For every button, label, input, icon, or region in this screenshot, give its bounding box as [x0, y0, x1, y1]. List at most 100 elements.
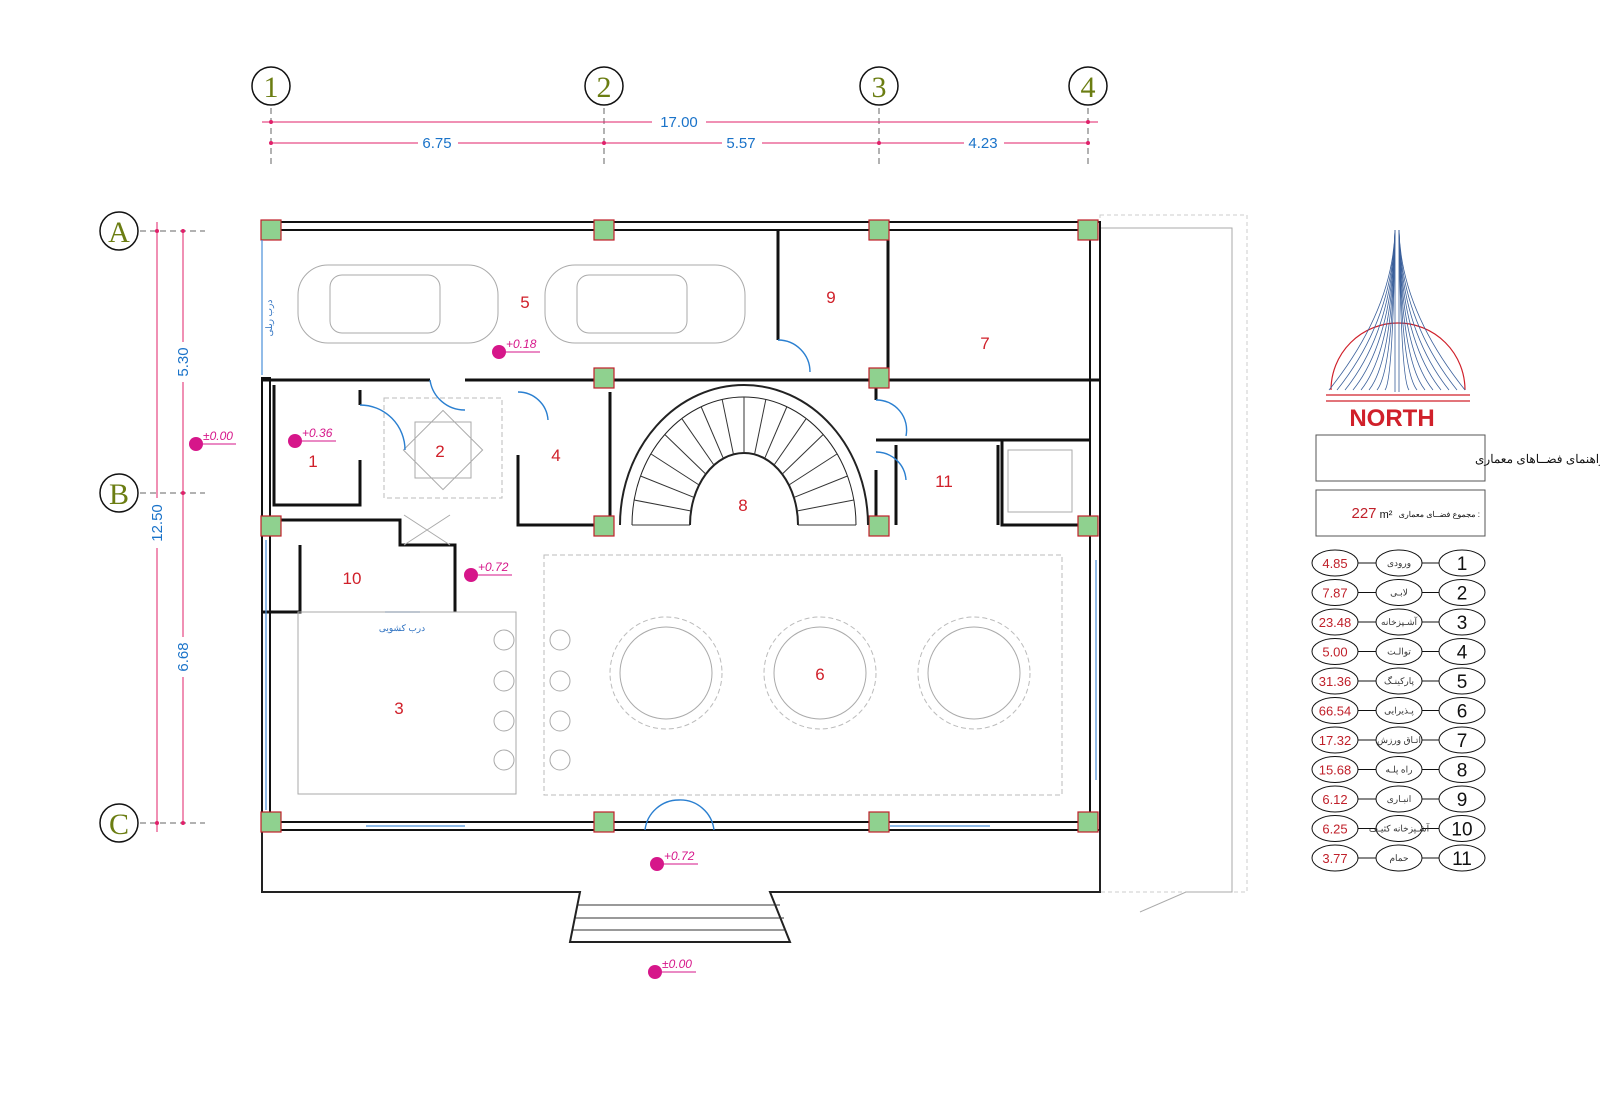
elevation-marker: ±0.00: [189, 429, 236, 451]
dim-overall-depth: 12.50: [149, 504, 166, 542]
legend-area: 23.48: [1319, 615, 1352, 630]
dim-bay-3: 4.23: [968, 135, 997, 152]
legend-space-number: 9: [1457, 790, 1468, 811]
legend-area: 6.25: [1322, 822, 1347, 837]
dim-bay-1: 6.75: [422, 135, 451, 152]
svg-text:±0.00: ±0.00: [662, 957, 692, 971]
lobby-pattern: [402, 409, 484, 491]
legend-space-number: 8: [1457, 761, 1468, 782]
room-3-label: 3: [394, 699, 403, 718]
legend-space-number: 7: [1457, 731, 1468, 752]
legend-area: 15.68: [1319, 763, 1352, 778]
north-label: NORTH: [1349, 405, 1434, 432]
room-1-label: 1: [308, 452, 317, 471]
grid-row-b: B: [109, 478, 129, 511]
spiral-stair: [619, 384, 869, 526]
grid-columns: 1 2 3 4: [251, 66, 1108, 165]
legend-space-name: انبـاری: [1387, 794, 1412, 805]
legend-space-number: 4: [1457, 643, 1468, 664]
grid-row-c: C: [109, 808, 129, 841]
svg-text:+0.72: +0.72: [478, 560, 509, 574]
legend: راهنمای فضــاهای معماری مجموع فضــای معم…: [1311, 434, 1600, 872]
legend-space-number: 10: [1451, 820, 1472, 841]
legend-row: 17.32 اتـاق ورزش 7: [1311, 726, 1486, 754]
grid-col-2: 2: [597, 71, 612, 104]
legend-space-name: آشـپزخانه کثیـف: [1369, 823, 1430, 835]
legend-area: 7.87: [1322, 586, 1347, 601]
legend-row: 23.48 آشـپزخانه 3: [1311, 608, 1486, 636]
legend-row: 6.25 آشـپزخانه کثیـف 10: [1311, 815, 1486, 842]
svg-text:+0.36: +0.36: [302, 426, 333, 440]
rail-door-note: درب ریلی: [264, 300, 275, 337]
grid-col-1: 1: [264, 71, 279, 104]
room-5-label: 5: [520, 293, 529, 312]
svg-text:+0.72: +0.72: [664, 849, 695, 863]
legend-total-value: 227: [1351, 505, 1376, 522]
room-11-label: 11: [935, 472, 953, 491]
legend-total-label: مجموع فضــای معماری :: [1399, 510, 1480, 519]
grid-rows: A B C: [99, 211, 205, 843]
legend-space-name: پارکینـگ: [1384, 675, 1414, 687]
elevation-markers: ±0.00 +0.36 +0.18 +0.72 +0.72 ±0.00: [189, 337, 698, 979]
legend-space-number: 11: [1452, 849, 1472, 870]
legend-space-name: آشـپزخانه: [1381, 616, 1417, 628]
legend-row: 6.12 انبـاری 9: [1311, 785, 1486, 813]
legend-area: 4.85: [1322, 556, 1347, 571]
elevation-marker: +0.72: [650, 849, 698, 871]
legend-space-number: 1: [1457, 554, 1468, 575]
legend-space-number: 3: [1457, 613, 1468, 634]
lobby-rug: [383, 397, 503, 499]
legend-area: 3.77: [1322, 851, 1347, 866]
grid-row-a: A: [108, 216, 130, 249]
dim-bay-2: 5.57: [726, 135, 755, 152]
legend-area: 66.54: [1319, 704, 1352, 719]
furniture: [297, 264, 1073, 831]
legend-space-name: پـذیرایی: [1384, 706, 1414, 717]
legend-row: 5.00 توالـت 4: [1311, 638, 1486, 665]
legend-title: راهنمای فضــاهای معماری: [1475, 452, 1600, 466]
room-4-label: 4: [551, 446, 560, 465]
legend-space-number: 5: [1457, 672, 1468, 693]
dimensions: 17.00 6.75 5.57 4.23 12.50 5.30 6.68: [148, 112, 1098, 832]
room-6-label: 6: [815, 665, 824, 684]
legend-row: 31.36 پارکینـگ 5: [1311, 667, 1486, 695]
elevation-marker: +0.18: [492, 337, 540, 359]
legend-area: 31.36: [1319, 674, 1352, 689]
kitchen-counter: [297, 611, 517, 795]
elevation-marker: +0.36: [288, 426, 336, 448]
legend-row: 15.68 راه پلـه 8: [1311, 756, 1486, 783]
legend-space-name: اتـاق ورزش: [1377, 735, 1421, 746]
svg-text:±0.00: ±0.00: [203, 429, 233, 443]
car-1: [297, 264, 499, 344]
legend-space-name: لابـی: [1390, 588, 1408, 598]
walls: [260, 214, 1248, 943]
legend-area: 6.12: [1322, 792, 1347, 807]
grid-col-3: 3: [872, 71, 887, 104]
legend-area: 17.32: [1319, 733, 1352, 748]
legend-total-unit: m²: [1380, 509, 1393, 521]
shower: [1007, 449, 1073, 513]
legend-space-number: 6: [1457, 702, 1468, 723]
room-7-label: 7: [980, 334, 989, 353]
elevation-marker: ±0.00: [648, 957, 696, 979]
reception-rug: [543, 554, 1063, 796]
room-2-label: 2: [435, 442, 444, 461]
room-labels: 1 2 3 4 5 6 7 8 9 10 11 درب کشویی درب ری…: [264, 288, 990, 718]
grid-col-4: 4: [1081, 71, 1096, 104]
sliding-door-note: درب کشویی: [379, 623, 425, 634]
legend-area: 5.00: [1322, 645, 1347, 660]
room-9-label: 9: [826, 288, 835, 307]
legend-row: 66.54 پـذیرایی 6: [1311, 697, 1486, 724]
legend-space-name: توالـت: [1387, 647, 1411, 658]
doors: [359, 339, 908, 831]
svg-text:+0.18: +0.18: [506, 337, 537, 351]
structural-columns: [260, 219, 1099, 833]
legend-space-name: راه پلـه: [1385, 765, 1412, 776]
car-2: [544, 264, 746, 344]
room-8-label: 8: [738, 496, 747, 515]
elevation-marker: +0.72: [464, 560, 512, 582]
